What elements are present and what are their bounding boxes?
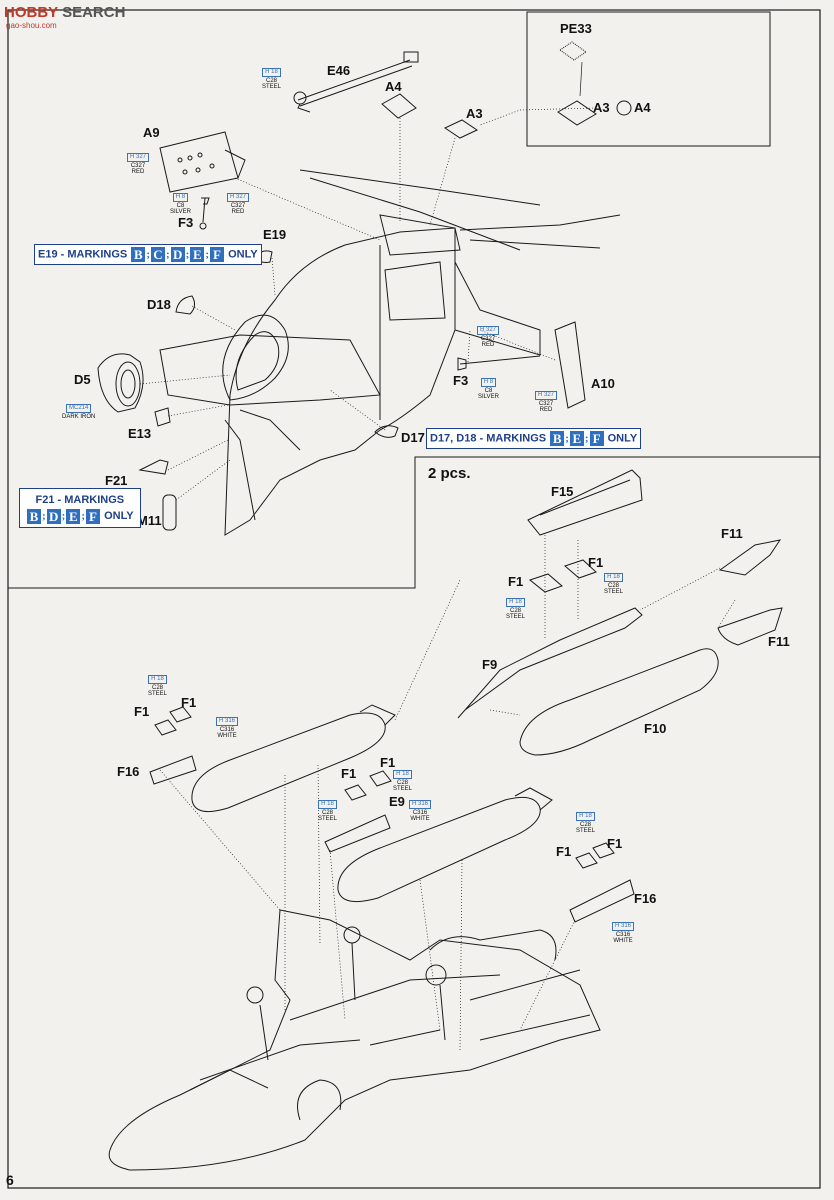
top-panel-divider bbox=[8, 456, 820, 589]
label-f10: F10 bbox=[644, 721, 667, 736]
label-a3: A3 bbox=[466, 106, 483, 121]
part-a3-drawing bbox=[443, 119, 479, 139]
right-fittings-drawing bbox=[569, 842, 635, 923]
label-e46: E46 bbox=[327, 63, 351, 78]
part-a10-drawing bbox=[554, 321, 586, 409]
a3-a4-arrow-icon bbox=[616, 100, 632, 116]
label-f11-top: F11 bbox=[721, 526, 743, 541]
label-f16-right: F16 bbox=[634, 891, 657, 906]
left-tank-drawing bbox=[149, 704, 396, 813]
pe33-inset-box bbox=[526, 11, 771, 147]
label-d18: D18 bbox=[147, 297, 171, 312]
label-d5: D5 bbox=[74, 372, 91, 387]
part-d18-drawing bbox=[175, 295, 196, 315]
label-f15: F15 bbox=[551, 484, 574, 499]
aircraft-underside-drawing bbox=[108, 909, 601, 1171]
markings-callout-f21: F21 - MARKINGS B;D;E;F ONLY bbox=[19, 488, 141, 529]
markings-callout-e19: E19 - MARKINGS B;C;D;E;F ONLY bbox=[34, 244, 262, 265]
inset-tank-drawing bbox=[457, 469, 783, 756]
part-f3-mid-drawing bbox=[457, 355, 541, 371]
part-f21-drawing bbox=[138, 459, 169, 475]
page-frame bbox=[7, 9, 821, 1189]
label-a3-alt: A3 bbox=[593, 100, 610, 115]
watermark-brand-a: HOBBY bbox=[4, 4, 58, 21]
part-a4-drawing bbox=[381, 93, 417, 119]
part-pe33-fitted bbox=[557, 100, 597, 126]
label-e19: E19 bbox=[263, 227, 287, 242]
part-d17-drawing bbox=[374, 425, 399, 438]
label-f9: F9 bbox=[482, 657, 498, 672]
label-e13: E13 bbox=[128, 426, 152, 441]
page-number: 6 bbox=[6, 1172, 14, 1188]
markings-callout-d17-d18: D17, D18 - MARKINGS B;E;F ONLY bbox=[426, 428, 642, 449]
label-e9: E9 bbox=[389, 794, 405, 809]
part-d5-drawing bbox=[97, 353, 144, 413]
inset-quantity-note: 2 pcs. bbox=[428, 465, 471, 482]
label-a4-alt: A4 bbox=[634, 100, 651, 115]
bottom-leader-lines bbox=[159, 579, 576, 1051]
label-f16-left: F16 bbox=[117, 764, 140, 779]
label-f11-bottom: F11 bbox=[768, 634, 790, 649]
label-f1-center-b: F1 bbox=[380, 755, 396, 770]
watermark-site: gao-shou.com bbox=[6, 21, 57, 30]
label-pe33: PE33 bbox=[560, 21, 592, 36]
watermark-logo: HOBBY SEARCH bbox=[4, 4, 125, 21]
part-f3-top-drawing bbox=[201, 197, 210, 223]
label-f21: F21 bbox=[105, 473, 128, 488]
part-e13-drawing bbox=[154, 407, 171, 427]
label-a10: A10 bbox=[591, 376, 615, 391]
part-pe33-drawing bbox=[559, 41, 587, 61]
label-f1-center-a: F1 bbox=[341, 766, 357, 781]
label-f1-inset-right: F1 bbox=[588, 555, 604, 570]
forward-fuselage-drawing bbox=[159, 169, 621, 536]
watermark-brand-b: SEARCH bbox=[62, 4, 126, 21]
label-f1-left-a: F1 bbox=[134, 704, 150, 719]
label-a9: A9 bbox=[143, 125, 160, 140]
label-f1-right-a: F1 bbox=[556, 844, 572, 859]
label-a4-top: A4 bbox=[385, 79, 402, 94]
part-m11-drawing bbox=[162, 494, 177, 531]
part-a9-drawing bbox=[159, 131, 246, 193]
label-f3-top: F3 bbox=[178, 215, 194, 230]
center-tank-drawing bbox=[324, 770, 553, 903]
label-f1-left-b: F1 bbox=[181, 695, 197, 710]
label-f1-right-b: F1 bbox=[607, 836, 623, 851]
part-e46-drawing bbox=[293, 51, 419, 113]
label-m11: M11 bbox=[137, 513, 162, 528]
label-f3-mid: F3 bbox=[453, 373, 469, 388]
label-d17: D17 bbox=[401, 430, 425, 445]
label-f1-inset-left: F1 bbox=[508, 574, 524, 589]
